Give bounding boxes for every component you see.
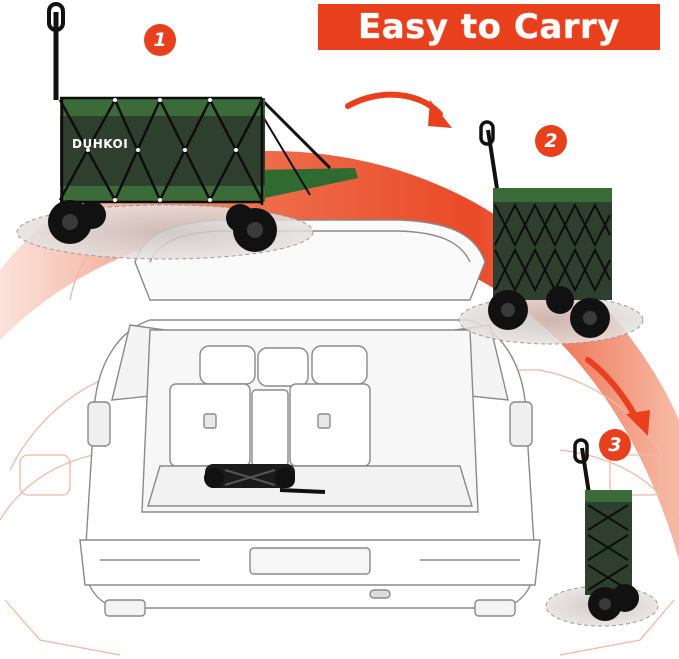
wagon-open [47,2,358,252]
title-banner: Easy to Carry [318,4,660,50]
step-badge-1: 1 [144,24,176,56]
wagon-folded [573,438,639,621]
wagon-brand-logo: DUHKOI [72,137,129,151]
folded-wagon-in-trunk [204,464,326,494]
step-badge-3: 3 [599,429,631,461]
wagon-half-folded [479,120,612,338]
step-badge-2: 2 [535,125,567,157]
car-rear-outline [79,219,541,617]
title-text: Easy to Carry [358,7,620,47]
